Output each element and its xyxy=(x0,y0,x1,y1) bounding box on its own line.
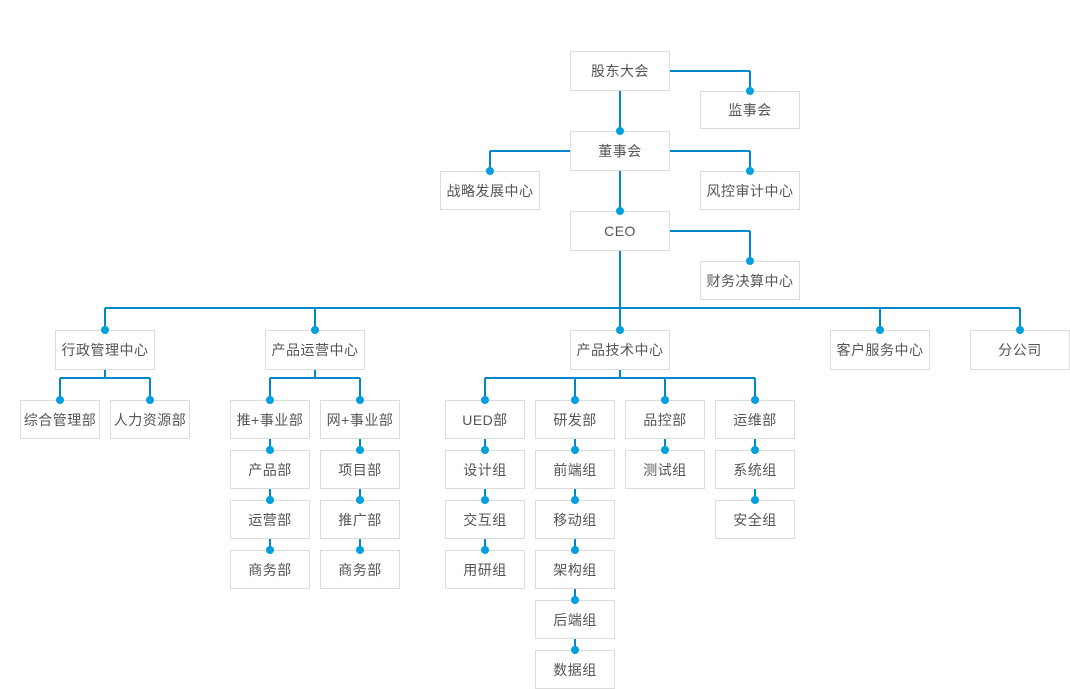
org-node-design[interactable]: 设计组 xyxy=(445,450,525,489)
org-node-prodops[interactable]: 产品运营中心 xyxy=(265,330,365,370)
org-node-label: 品控部 xyxy=(643,411,687,428)
org-node-label: 推+事业部 xyxy=(236,411,304,428)
org-node-promotion[interactable]: 推广部 xyxy=(320,500,400,539)
org-node-product[interactable]: 产品部 xyxy=(230,450,310,489)
org-node-prodtech[interactable]: 产品技术中心 xyxy=(570,330,670,370)
org-node-label: 商务部 xyxy=(338,561,382,578)
org-node-security[interactable]: 安全组 xyxy=(715,500,795,539)
org-node-userresearch[interactable]: 用研组 xyxy=(445,550,525,589)
org-node-label: 数据组 xyxy=(553,661,597,678)
org-node-label: 运营部 xyxy=(248,511,292,528)
org-node-label: 推广部 xyxy=(338,511,382,528)
org-node-business2[interactable]: 商务部 xyxy=(320,550,400,589)
org-node-system[interactable]: 系统组 xyxy=(715,450,795,489)
org-node-label: 设计组 xyxy=(463,461,507,478)
org-node-label: 战略发展中心 xyxy=(446,182,534,199)
org-node-label: 分公司 xyxy=(998,342,1042,358)
org-node-label: 后端组 xyxy=(553,611,597,628)
org-node-label: 产品运营中心 xyxy=(271,342,359,358)
org-node-label: 人力资源部 xyxy=(113,411,187,428)
org-node-label: 风控审计中心 xyxy=(706,182,794,199)
org-node-riskaudit[interactable]: 风控审计中心 xyxy=(700,171,800,210)
org-node-label: 董事会 xyxy=(598,143,642,159)
org-node-label: 交互组 xyxy=(463,511,507,528)
org-node-wang[interactable]: 网+事业部 xyxy=(320,400,400,439)
org-node-label: 财务决算中心 xyxy=(706,272,794,289)
org-node-label: CEO xyxy=(604,223,636,239)
org-node-rd[interactable]: 研发部 xyxy=(535,400,615,439)
org-node-ops[interactable]: 运维部 xyxy=(715,400,795,439)
org-node-customer[interactable]: 客户服务中心 xyxy=(830,330,930,370)
org-node-data[interactable]: 数据组 xyxy=(535,650,615,689)
org-node-ceo[interactable]: CEO xyxy=(570,211,670,251)
org-node-admin[interactable]: 行政管理中心 xyxy=(55,330,155,370)
org-node-finance[interactable]: 财务决算中心 xyxy=(700,261,800,300)
org-node-interaction[interactable]: 交互组 xyxy=(445,500,525,539)
org-node-tui[interactable]: 推+事业部 xyxy=(230,400,310,439)
org-node-frontend[interactable]: 前端组 xyxy=(535,450,615,489)
org-node-label: 系统组 xyxy=(733,461,777,478)
org-node-label: 安全组 xyxy=(733,511,777,528)
org-node-label: 测试组 xyxy=(643,461,687,478)
org-node-qa[interactable]: 品控部 xyxy=(625,400,705,439)
org-node-label: 产品部 xyxy=(248,461,292,478)
org-node-label: 项目部 xyxy=(338,461,382,478)
org-node-label: 用研组 xyxy=(463,561,507,578)
org-node-label: 移动组 xyxy=(553,511,597,528)
org-node-label: 网+事业部 xyxy=(326,411,394,428)
org-node-shareholders[interactable]: 股东大会 xyxy=(570,51,670,91)
org-node-business1[interactable]: 商务部 xyxy=(230,550,310,589)
org-node-backend[interactable]: 后端组 xyxy=(535,600,615,639)
org-node-general[interactable]: 综合管理部 xyxy=(20,400,100,439)
org-node-board[interactable]: 董事会 xyxy=(570,131,670,171)
org-node-label: 股东大会 xyxy=(591,63,649,79)
org-node-test[interactable]: 测试组 xyxy=(625,450,705,489)
org-node-label: 运维部 xyxy=(733,411,777,428)
org-node-label: 综合管理部 xyxy=(23,411,97,428)
org-node-ued[interactable]: UED部 xyxy=(445,400,525,439)
org-node-label: 架构组 xyxy=(553,561,597,578)
org-node-label: 行政管理中心 xyxy=(61,342,149,358)
org-node-branch[interactable]: 分公司 xyxy=(970,330,1070,370)
org-node-label: 监事会 xyxy=(728,102,772,118)
org-node-label: 商务部 xyxy=(248,561,292,578)
org-node-operation[interactable]: 运营部 xyxy=(230,500,310,539)
org-node-supervisors[interactable]: 监事会 xyxy=(700,91,800,129)
org-node-strategy[interactable]: 战略发展中心 xyxy=(440,171,540,210)
org-node-hr[interactable]: 人力资源部 xyxy=(110,400,190,439)
org-node-architecture[interactable]: 架构组 xyxy=(535,550,615,589)
org-node-mobile[interactable]: 移动组 xyxy=(535,500,615,539)
org-node-label: 产品技术中心 xyxy=(576,342,664,358)
org-node-label: 研发部 xyxy=(553,411,597,428)
org-node-label: 前端组 xyxy=(553,461,597,478)
org-node-label: 客户服务中心 xyxy=(836,342,924,358)
org-node-label: UED部 xyxy=(462,411,508,428)
org-node-project[interactable]: 项目部 xyxy=(320,450,400,489)
